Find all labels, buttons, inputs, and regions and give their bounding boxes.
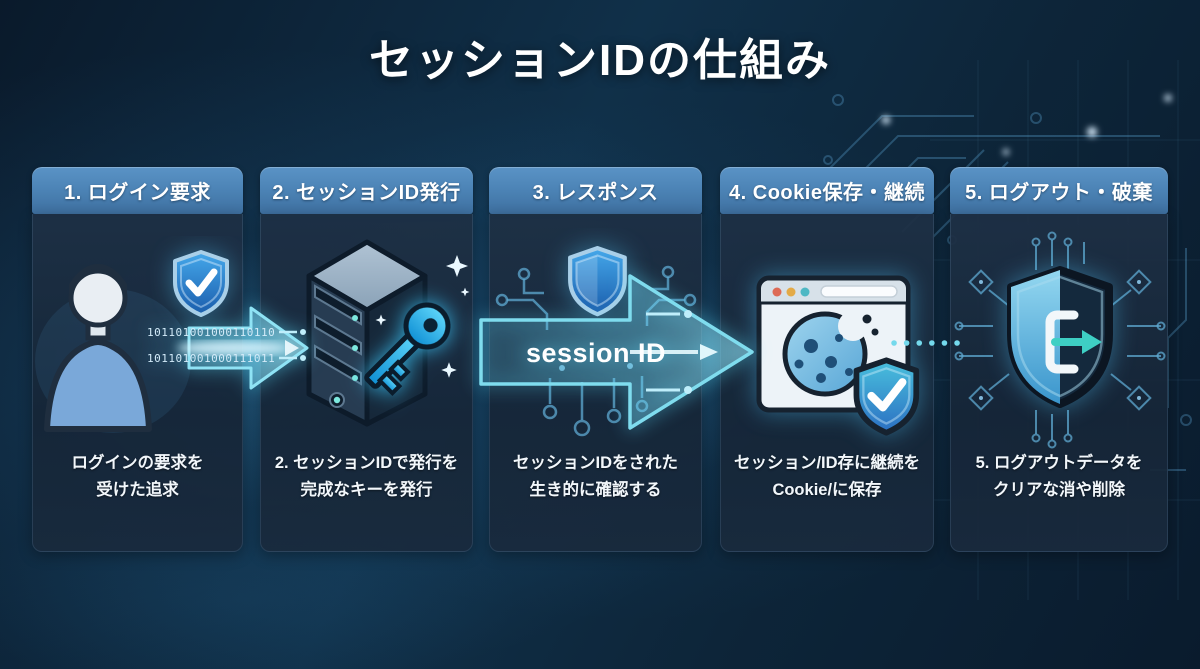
caption-line: 生き的に確認する	[529, 481, 662, 500]
binary-stream: 101101001000110110 101101001000111011	[147, 326, 275, 365]
step-4-caption: セッション/ID存に継続を Cookie/に保存	[721, 450, 933, 504]
person-icon	[44, 264, 152, 432]
caption-line: ログインの要求を	[71, 454, 204, 472]
step-4-header: 4. Cookie保存・継続	[720, 167, 934, 214]
cookie-icon	[782, 311, 879, 397]
logout-arrow-icon	[1045, 310, 1102, 374]
browser-window-buttons	[772, 287, 810, 297]
browser-window-icon	[756, 275, 920, 436]
step-2-header-label: 2. セッションID発行	[272, 182, 461, 204]
step-5-body: 5. ログアウトデータを クリアな消や削除	[950, 214, 1168, 552]
logout-shield-icon	[954, 231, 1166, 449]
svg-text:101101001000111011: 101101001000111011	[147, 352, 275, 365]
user-icon	[35, 250, 229, 433]
flow-arrow-1: 101101001000110110 101101001000111011	[147, 306, 309, 390]
step-panel-cookie-save: 4. Cookie保存・継続	[720, 167, 934, 552]
server-slots	[314, 284, 362, 408]
step-2-header: 2. セッションID発行	[260, 167, 473, 214]
server-icon	[306, 239, 470, 427]
cookie-shield-check-icon	[853, 357, 920, 436]
step-5-header: 5. ログアウト・破棄	[950, 167, 1168, 214]
step-1-body: ログインの要求を 受けた追求	[32, 214, 243, 552]
caption-line: セッションIDをされた	[513, 454, 678, 472]
caption-line: 受けた追求	[96, 481, 179, 500]
caption-line: Cookie/に保存	[772, 481, 882, 500]
step-1-caption: ログインの要求を 受けた追求	[33, 450, 242, 504]
step-1-header-label: 1. ログイン要求	[64, 182, 211, 204]
step-2-caption: 2. セッションIDで発行を 完成なキーを発行	[261, 450, 472, 504]
dotted-connector	[891, 340, 963, 346]
step-5-header-label: 5. ログアウト・破棄	[965, 182, 1153, 204]
step-panel-login-request: 1. ログイン要求 ログインの要求を	[32, 167, 243, 552]
step-3-caption: セッションIDをされた 生き的に確認する	[490, 450, 701, 504]
step-panel-logout: 5. ログアウト・破棄	[950, 167, 1168, 552]
sparkle-icon	[375, 255, 470, 378]
circuit-lines	[954, 231, 1166, 449]
caption-line: セッション/ID存に継続を	[733, 454, 921, 472]
step-3-header: 3. レスポンス	[489, 167, 702, 214]
address-bar	[820, 285, 898, 298]
step-panel-session-issue: 2. セッションID発行	[260, 167, 473, 552]
svg-text:101101001000110110: 101101001000110110	[147, 326, 275, 339]
step-3-header-label: 3. レスポンス	[532, 182, 659, 204]
caption-line: 完成なキーを発行	[300, 481, 433, 500]
step-4-body: セッション/ID存に継続を Cookie/に保存	[720, 214, 934, 552]
step-5-caption: 5. ログアウトデータを クリアな消や削除	[951, 450, 1167, 504]
response-shield-icon	[568, 246, 627, 317]
step-1-header: 1. ログイン要求	[32, 167, 243, 214]
caption-line: クリアな消や削除	[993, 481, 1125, 500]
caption-line: 5. ログアウトデータを	[975, 454, 1143, 472]
session-id-label: session ID	[526, 338, 666, 368]
caption-line: 2. セッションIDで発行を	[274, 454, 459, 472]
page-title: セッションIDの仕組み	[369, 36, 831, 85]
shield-check-icon	[173, 250, 229, 317]
key-icon	[364, 302, 451, 397]
session-id-arrow: session ID	[479, 274, 754, 430]
step-4-header-label: 4. Cookie保存・継続	[729, 182, 925, 204]
step-2-body: 2. セッションIDで発行を 完成なキーを発行	[260, 214, 473, 552]
